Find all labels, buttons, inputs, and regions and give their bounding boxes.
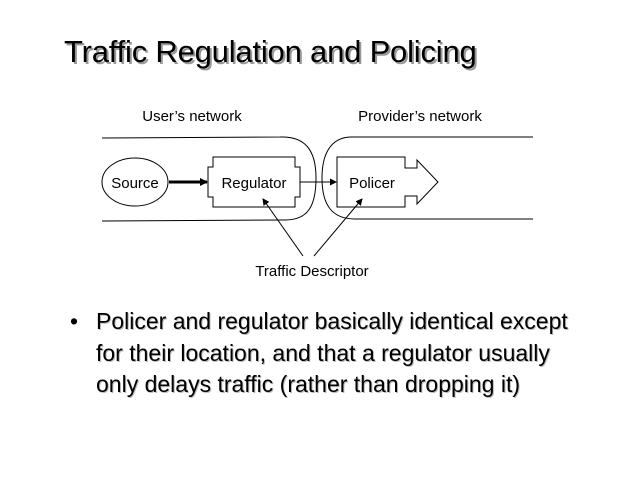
bullet-item: • Policer and regulator basically identi… (70, 306, 590, 401)
source-node (101, 157, 169, 207)
regulator-label: Regulator (221, 175, 286, 192)
descriptor-to-regulator-arrow (262, 198, 304, 257)
policer-node (336, 156, 439, 208)
bullet-text: Policer and regulator basically identica… (96, 308, 568, 397)
provider-network-boundary (321, 136, 533, 220)
slide-title: Traffic Regulation and Policing (64, 34, 477, 69)
user-network-boundary (101, 136, 317, 222)
user-network-label: User’s network (142, 108, 242, 125)
traffic-descriptor-label: Traffic Descriptor (255, 263, 368, 280)
descriptor-to-policer-arrow (313, 198, 363, 257)
regulator-node (207, 156, 301, 208)
source-label: Source (111, 175, 159, 192)
policer-label: Policer (349, 175, 395, 192)
provider-network-label: Provider’s network (358, 108, 482, 125)
bullet-marker: • (70, 308, 79, 334)
